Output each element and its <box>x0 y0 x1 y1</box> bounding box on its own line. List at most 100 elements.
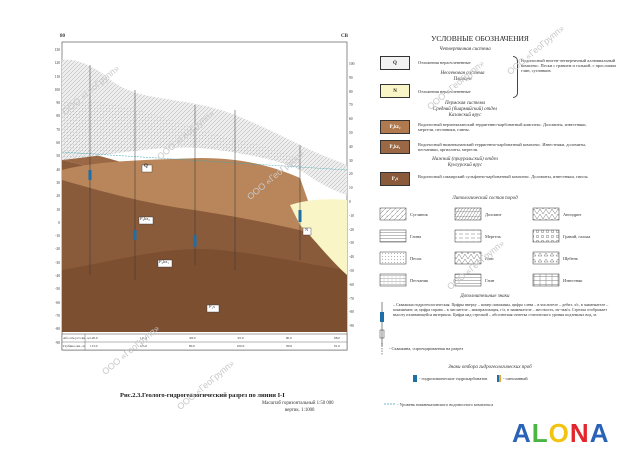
right-tick-label: -10 <box>349 213 354 218</box>
left-tick-label: 10 <box>56 207 60 212</box>
right-tick-label: -60 <box>349 282 354 287</box>
right-tick-label: -40 <box>349 255 354 260</box>
left-tick-label: -40 <box>55 274 60 279</box>
permian-sub: Средний (биармийский) отдел <box>432 107 498 112</box>
dashed-borehole-icon <box>381 343 383 355</box>
table-cell: 125.0 <box>139 344 148 348</box>
lower-head: Нижний (приуральский) отдел <box>432 157 498 162</box>
swatch-q: Q <box>380 56 410 70</box>
right-tick-label: 100 <box>349 62 355 66</box>
right-tick-label: 80 <box>349 89 353 94</box>
litho-11: Известняк <box>563 278 583 283</box>
borehole-filter-4 <box>298 210 302 222</box>
logo-letter-a2: A <box>589 418 610 448</box>
logo-letter-n: N <box>569 418 590 448</box>
permian-head: Пермская система <box>444 101 486 106</box>
neogene-head: Неогеновая система <box>440 71 485 76</box>
borehole-symbol-icon <box>379 302 385 346</box>
label-p2kz1: P₂kz₁ <box>159 259 169 264</box>
p2kz2-text: Водоносный верхнеказанский терригенно-ка… <box>418 122 587 133</box>
right-axis-label: СВ <box>341 34 348 39</box>
left-tick-label: -50 <box>55 287 60 292</box>
table-cell: 95.0 <box>237 336 244 340</box>
alona-logo: ALONA <box>512 418 609 449</box>
left-tick-label: -90 <box>55 340 60 345</box>
litho-8: Щебень <box>563 256 578 261</box>
table-cell: 113.0 <box>90 344 98 348</box>
table-cell: 120.0 <box>90 336 98 340</box>
scale-vertical: вертик. 1:1000 <box>285 408 315 413</box>
litho-swatches <box>379 207 560 287</box>
q-text: Отложения нерасчлененные <box>418 60 471 65</box>
dash-text: - Скважина, спроецированная на разрез <box>389 346 464 351</box>
left-tick-label: 110 <box>54 74 60 79</box>
swatch-p2kz1: P₂kz₁ <box>380 140 410 154</box>
label-n: N <box>305 227 309 232</box>
complex-text: Водоносный неоген-четвертичный аллювиаль… <box>521 58 616 74</box>
right-tick-label: -50 <box>349 268 354 273</box>
logo-letter-l: L <box>531 418 549 448</box>
logo-letter-o: O <box>548 418 570 448</box>
table-row2-label: Глубина скв., м <box>63 344 85 348</box>
right-tick-label: 0 <box>349 199 351 204</box>
right-tick-label: 10 <box>349 186 353 191</box>
right-tick-label: 90 <box>349 75 353 80</box>
litho-3: Глина <box>410 234 422 239</box>
right-tick-label: 40 <box>349 144 353 149</box>
swatch-n: N <box>380 84 410 98</box>
left-tick-label: 30 <box>56 180 60 185</box>
layer-brown-main <box>62 158 320 235</box>
table-cell: 80.0 <box>188 344 195 348</box>
table-cell: 61.0 <box>334 344 340 348</box>
sample-head: Знаки отбора гидрогеологических проб <box>448 365 532 370</box>
litho-9: Песчаник <box>410 278 429 283</box>
sample-b-text: - смешанный <box>503 376 528 381</box>
sample-b-icon <box>497 375 501 382</box>
kungur-head: Кунгурский ярус <box>447 163 483 168</box>
borehole-filter-3 <box>193 235 197 247</box>
label-q: Q <box>144 164 148 169</box>
table-cell: 111.0 <box>139 336 148 340</box>
p1s-text: Водоносный сакмарский сульфатно-карбонат… <box>418 174 589 179</box>
formation-label-boxes <box>138 164 312 313</box>
left-tick-label: -60 <box>55 300 60 305</box>
table-cell: 98.0 <box>189 336 196 340</box>
left-tick-label: -30 <box>55 260 60 265</box>
label-p1s: P₁s <box>209 304 215 309</box>
geological-section <box>61 41 348 351</box>
p2kz1-text: Водоносный нижнеказанский терригенно-кар… <box>418 142 587 153</box>
left-tick-label: -10 <box>55 234 60 239</box>
left-tick-label: -20 <box>55 247 60 252</box>
right-tick-label: -20 <box>349 227 354 232</box>
left-tick-label: 40 <box>56 167 60 172</box>
table-row1-label: Абс.отм.уст.скв., м <box>63 336 90 340</box>
left-tick-label: 80 <box>56 114 60 119</box>
level-text: - Уровень нижнеказанского водоносного ко… <box>397 402 494 407</box>
right-tick-label: -30 <box>349 241 354 246</box>
left-axis-label: 80 <box>60 34 65 39</box>
left-tick-label: -70 <box>55 313 60 318</box>
right-tick-label: 30 <box>349 158 353 163</box>
right-tick-label: 70 <box>349 103 353 108</box>
extra-head: Дополнительные знаки <box>460 294 510 299</box>
left-tick-label: 50 <box>56 154 60 159</box>
kazan-head: Казанский ярус <box>448 113 482 118</box>
left-tick-label: -80 <box>55 327 60 332</box>
left-tick-label: 120 <box>54 61 60 66</box>
sample-a-icon <box>413 375 417 382</box>
left-tick-label: 90 <box>56 101 60 106</box>
pliocene-head: Плиоцен <box>453 77 472 82</box>
litho-10: Глин <box>485 278 495 283</box>
level-symbol-icon <box>384 403 396 405</box>
left-tick-label: 130 <box>54 48 60 52</box>
water-level-line <box>61 151 348 171</box>
right-tick-label: 60 <box>349 117 353 122</box>
litho-4: Мергель <box>485 234 501 239</box>
table-cell: 100.0 <box>236 344 245 348</box>
borehole-filter-1 <box>88 170 92 180</box>
layer-p1s-bottom <box>62 249 347 332</box>
